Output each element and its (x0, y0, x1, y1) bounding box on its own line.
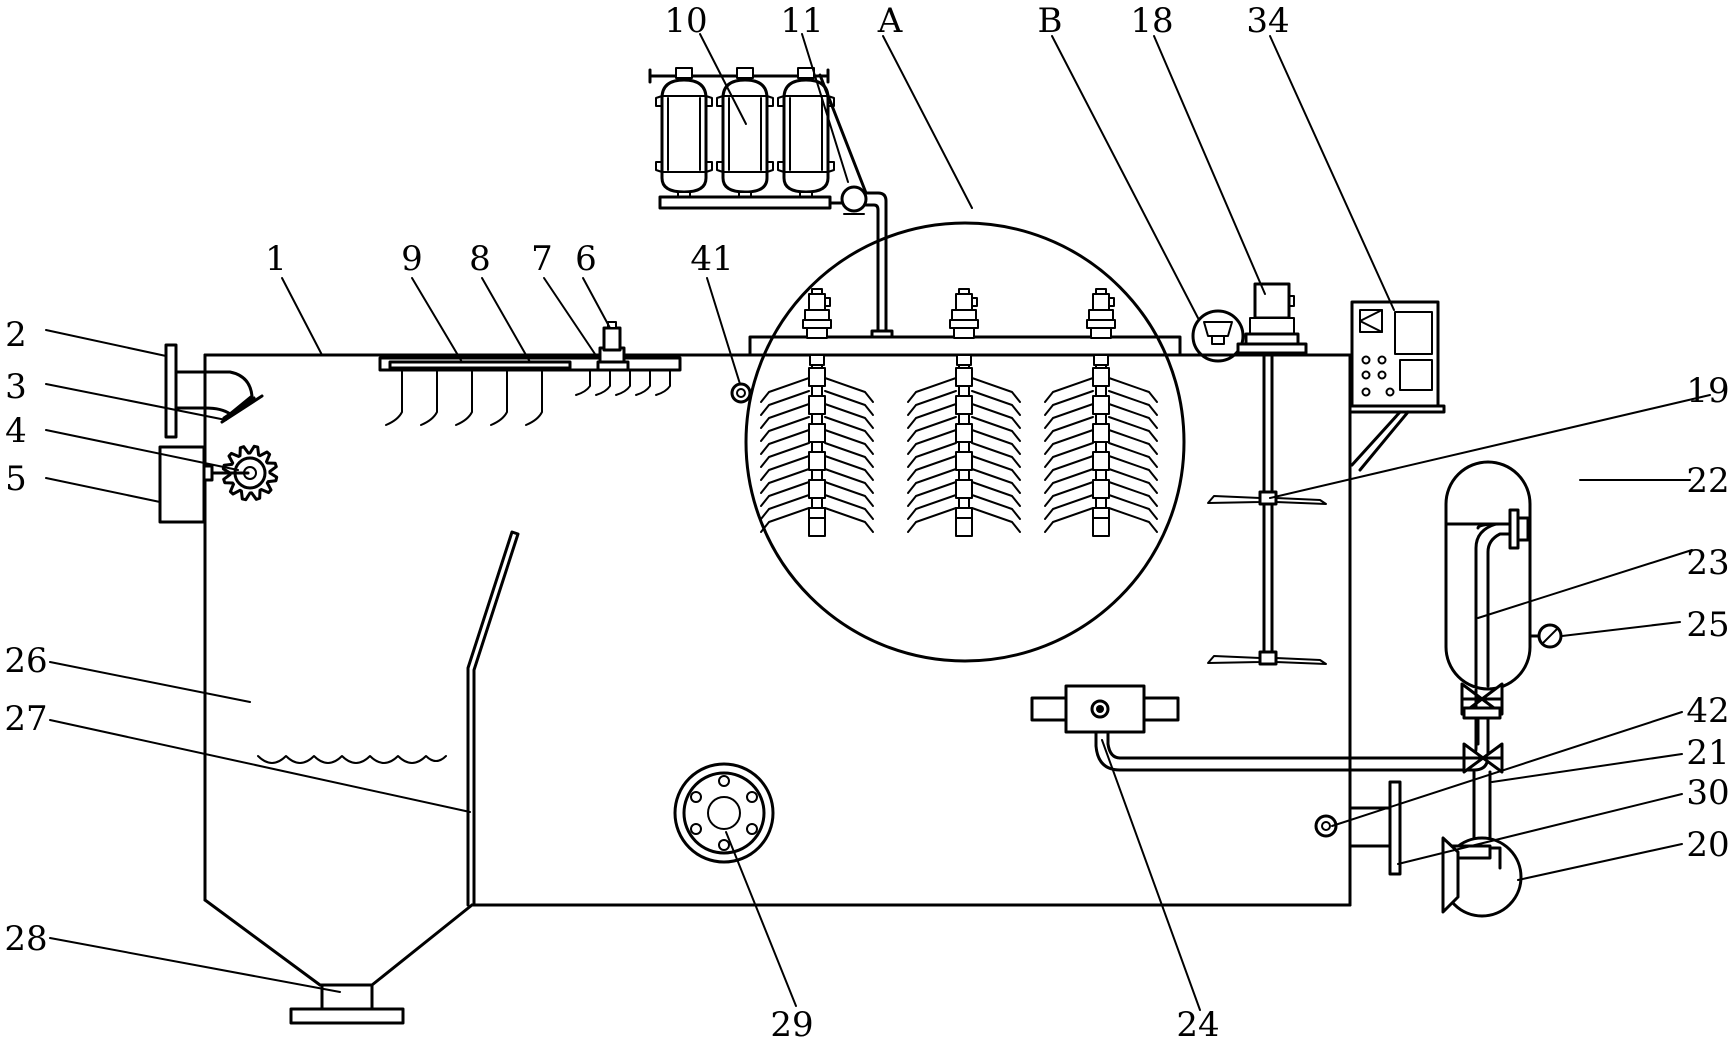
bottom-sensor (1314, 814, 1338, 838)
label-34: 34 (1246, 1, 1289, 41)
label-27: 27 (4, 699, 47, 739)
label-26: 26 (4, 641, 47, 681)
label-42: 42 (1686, 691, 1729, 731)
label-10: 10 (664, 1, 707, 41)
label-21: 21 (1686, 733, 1729, 773)
label-4: 4 (5, 411, 27, 451)
water-surface (257, 755, 447, 764)
top-sensor (730, 382, 752, 404)
baffle-plate (466, 530, 520, 907)
label-24: 24 (1176, 1005, 1219, 1044)
detail-circle-a (744, 221, 1186, 663)
label-6: 6 (575, 239, 597, 279)
stirring-blade (1207, 351, 1327, 666)
label-7: 7 (531, 239, 553, 279)
label-b: B (1038, 1, 1063, 41)
label-a: A (877, 1, 903, 41)
inlet-nozzle (203, 370, 264, 424)
label-22: 22 (1686, 461, 1729, 501)
pressure-gauge (1528, 623, 1563, 649)
gear-wheel (210, 444, 279, 502)
label-texts: 10 11 A B 18 34 1 9 8 7 6 41 2 3 4 5 19 … (4, 1, 1729, 1044)
label-25: 25 (1686, 605, 1729, 645)
drain-outlet (289, 983, 405, 1025)
leader-lines (45, 33, 1711, 1011)
drive-motor (602, 321, 622, 352)
aeration-column-3 (1044, 288, 1158, 537)
aeration-column-2 (907, 288, 1021, 537)
label-23: 23 (1686, 543, 1729, 583)
inlet-flange (164, 343, 207, 439)
aeration-column-1 (760, 288, 874, 537)
connecting-pipe (818, 73, 894, 339)
detail-circle-b (1191, 309, 1245, 363)
label-30: 30 (1686, 773, 1729, 813)
tank-body (203, 353, 1352, 987)
label-3: 3 (5, 367, 27, 407)
label-1: 1 (265, 239, 287, 279)
filter-cartridge-1 (655, 67, 713, 199)
scraper-rake (385, 369, 671, 426)
mounting-plate (748, 335, 1182, 357)
label-20: 20 (1686, 825, 1729, 865)
label-29: 29 (770, 1005, 813, 1044)
label-18: 18 (1130, 1, 1173, 41)
inspection-port (673, 762, 775, 864)
label-11: 11 (780, 1, 823, 41)
pump (1441, 836, 1523, 918)
label-2: 2 (5, 315, 27, 355)
label-41: 41 (690, 239, 733, 279)
label-5: 5 (5, 459, 27, 499)
label-28: 28 (4, 919, 47, 959)
label-8: 8 (469, 239, 491, 279)
dissolved-air-releaser (1030, 684, 1180, 772)
outlet-flange (1348, 780, 1402, 876)
filter-cartridge-3 (777, 67, 835, 199)
stirring-motor (1236, 282, 1308, 355)
label-19: 19 (1686, 371, 1729, 411)
filter-cartridge-2 (716, 67, 774, 199)
valve-line (1462, 688, 1504, 860)
filter-cartridge-group (648, 67, 835, 210)
label-9: 9 (401, 239, 423, 279)
control-panel (1348, 300, 1446, 472)
